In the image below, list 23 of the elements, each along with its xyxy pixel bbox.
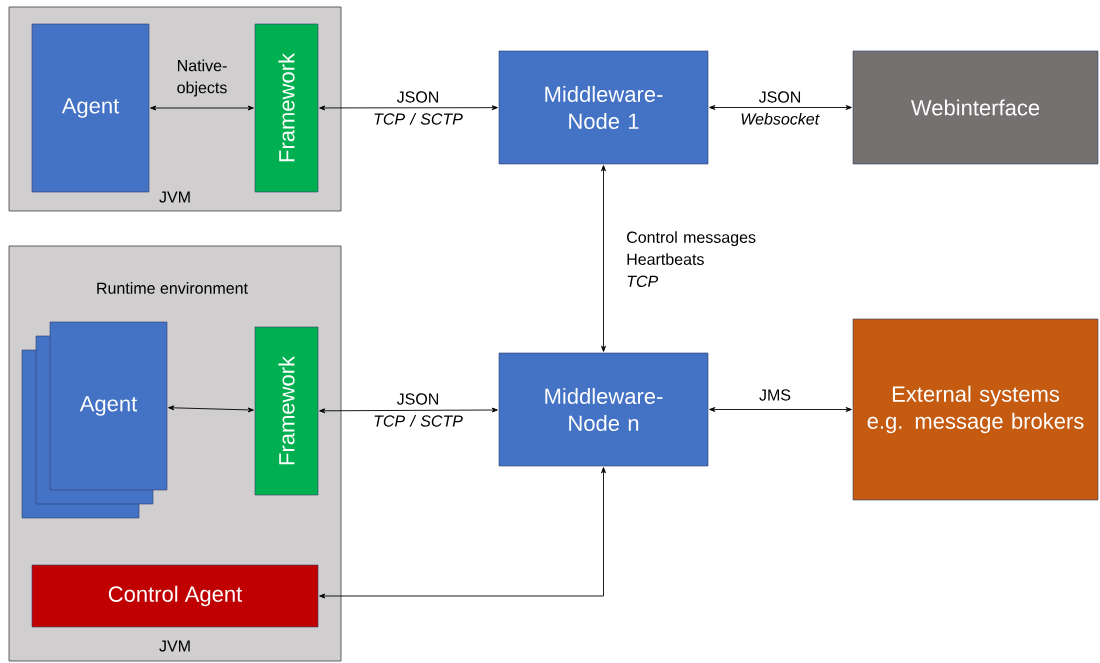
web-box: Webinterface — [852, 50, 1099, 165]
arrow — [150, 105, 254, 111]
middleware-box: Middleware- Node n — [498, 352, 709, 467]
framework-bar: Framework — [254, 326, 319, 496]
edge-label: Control messages Heartbeats TCP — [627, 231, 756, 287]
arrow — [709, 105, 852, 110]
framework-bar: Framework — [254, 23, 319, 193]
agent-box: Agent — [31, 23, 150, 193]
arrow — [601, 165, 606, 352]
edge-label: JMS — [759, 389, 791, 401]
agent-stack: Agent — [21, 321, 168, 519]
arrow — [319, 407, 498, 414]
edge-label: JSON TCP / SCTP — [374, 91, 463, 125]
arrow — [709, 407, 852, 412]
control-agent-box: Control Agent — [31, 564, 319, 628]
arrow — [319, 105, 498, 111]
middleware-box: Middleware- Node 1 — [498, 50, 709, 165]
edge-label: JSON Websocket — [741, 91, 820, 125]
arrow — [319, 467, 606, 599]
edge-label: JSON TCP / SCTP — [374, 393, 463, 427]
external-box: External systems e.g. message brokers — [852, 318, 1099, 501]
edge-label: Native- objects — [177, 59, 227, 97]
arrow — [168, 405, 254, 413]
